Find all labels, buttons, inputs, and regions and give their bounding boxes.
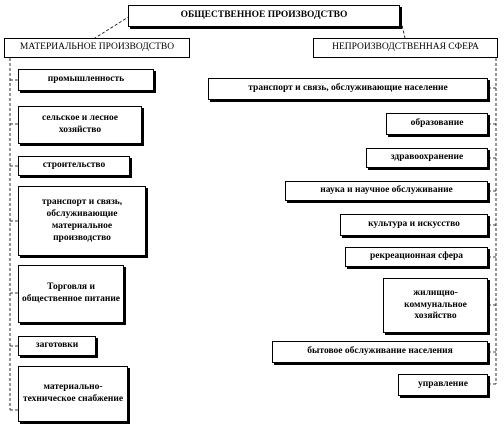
right-item-culture: культура и искусство <box>340 214 488 236</box>
connector-title-left <box>94 15 131 39</box>
right-item-education: образование <box>386 113 488 135</box>
left-item-procurement: заготовки <box>18 336 96 356</box>
right-item-science: наука и научное обслуживание <box>285 181 488 201</box>
right-header: НЕПРОИЗВОДСТВЕННАЯ СФЕРА <box>313 38 498 58</box>
connector-title-right <box>399 15 406 39</box>
left-item-construction: строительство <box>18 156 130 176</box>
left-item-supply: материально-техническое снабжение <box>18 366 128 422</box>
left-header: МАТЕРИАЛЬНОЕ ПРОИЗВОДСТВО <box>4 38 190 58</box>
right-item-consumer-services: бытовое обслуживание населения <box>272 341 488 363</box>
right-item-housing: жилищно-коммунальное хозяйство <box>383 278 488 333</box>
title-text: ОБЩЕСТВЕННОЕ ПРОИЗВОДСТВО <box>180 10 348 21</box>
title-box: ОБЩЕСТВЕННОЕ ПРОИЗВОДСТВО <box>128 5 400 27</box>
left-item-trade: Торговля и общественное питание <box>18 265 124 323</box>
left-item-transport-material: транспорт и связь, обслуживающие материа… <box>18 186 146 256</box>
right-item-healthcare: здравоохранение <box>366 148 488 168</box>
right-item-management: управление <box>398 374 488 396</box>
left-item-agriculture: сельское и лесное хозяйство <box>18 106 142 144</box>
right-item-recreation: рекреационная сфера <box>345 247 488 267</box>
left-item-industry: промышленность <box>18 69 154 91</box>
right-item-transport-population: транспорт и связь, обслуживающие населен… <box>208 78 488 100</box>
